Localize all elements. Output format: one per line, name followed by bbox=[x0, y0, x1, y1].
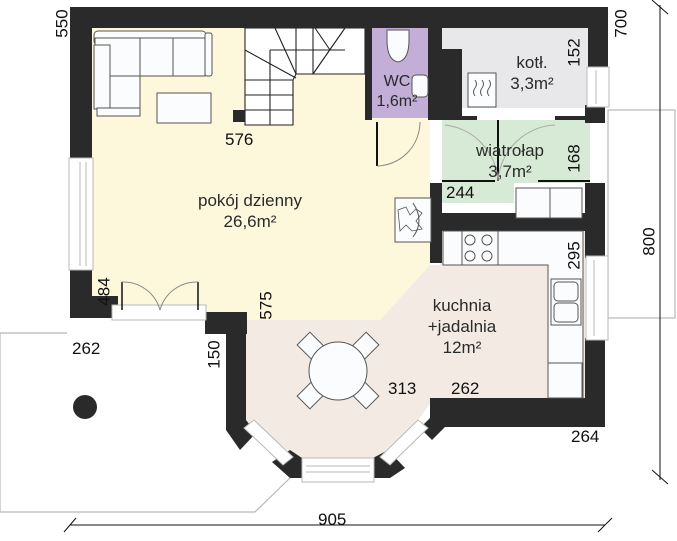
dim-overall-width: 905 bbox=[318, 510, 347, 529]
room-label-living: pokój dzienny 26,6m² bbox=[180, 190, 320, 232]
dim-kitchen-side: 295 bbox=[564, 241, 584, 270]
vestibule-name: wiatrołap bbox=[475, 141, 545, 160]
terrace-column bbox=[73, 395, 97, 419]
vestibule-floor bbox=[442, 120, 590, 183]
entrance-porch bbox=[607, 109, 676, 319]
room-label-boiler: kotł. 3,3m² bbox=[492, 52, 572, 94]
dim-bay-left: 150 bbox=[204, 340, 224, 369]
boiler-heater-icon bbox=[467, 72, 497, 108]
dim-kitchen-bottom: 262 bbox=[451, 379, 480, 398]
fireplace-icon bbox=[394, 197, 432, 243]
dim-right-bottom: 264 bbox=[571, 427, 600, 446]
living-room-name: pokój dzienny bbox=[198, 191, 302, 210]
boiler-area: 3,3m² bbox=[510, 74, 554, 93]
dining-table bbox=[296, 331, 380, 410]
furniture bbox=[93, 29, 584, 410]
dim-stairs: 576 bbox=[225, 130, 254, 149]
dim-living-left: 484 bbox=[94, 277, 114, 306]
dim-left-top: 550 bbox=[52, 9, 72, 38]
vestibule-area: 3,7m² bbox=[488, 162, 532, 181]
toilet bbox=[386, 29, 410, 63]
dim-terrace: 262 bbox=[72, 339, 101, 358]
room-label-vestibule: wiatrołap 3,7m² bbox=[460, 140, 560, 182]
stair-post bbox=[233, 110, 245, 122]
dim-living-width: 575 bbox=[256, 291, 276, 320]
boiler-name: kotł. bbox=[516, 53, 548, 72]
dim-overall-height: 800 bbox=[639, 227, 659, 256]
living-room-area: 26,6m² bbox=[223, 212, 277, 231]
room-label-wc: WC 1,6m² bbox=[366, 72, 428, 112]
room-label-kitchen: kuchnia +jadalnia 12m² bbox=[412, 295, 512, 358]
staircase bbox=[233, 27, 366, 126]
dim-vestibule-len: 244 bbox=[446, 183, 475, 202]
dim-dining: 313 bbox=[388, 379, 417, 398]
dimension-lines bbox=[63, 0, 669, 533]
coffee-table bbox=[156, 92, 212, 124]
windows bbox=[68, 66, 610, 483]
kitchen-area: 12m² bbox=[442, 338, 482, 357]
dim-boiler-width: 152 bbox=[564, 38, 584, 67]
wc-sink bbox=[411, 74, 429, 98]
terrace bbox=[0, 332, 291, 513]
kitchen-name-1: kuchnia bbox=[432, 296, 492, 315]
dim-vestibule-width: 168 bbox=[564, 144, 584, 173]
wardrobe bbox=[515, 187, 583, 219]
doors bbox=[121, 120, 590, 311]
wc-area: 1,6m² bbox=[376, 93, 418, 110]
kitchen-name-2: +jadalnia bbox=[427, 317, 497, 336]
dim-right-top: 700 bbox=[611, 9, 631, 38]
wc-name: WC bbox=[383, 73, 411, 90]
